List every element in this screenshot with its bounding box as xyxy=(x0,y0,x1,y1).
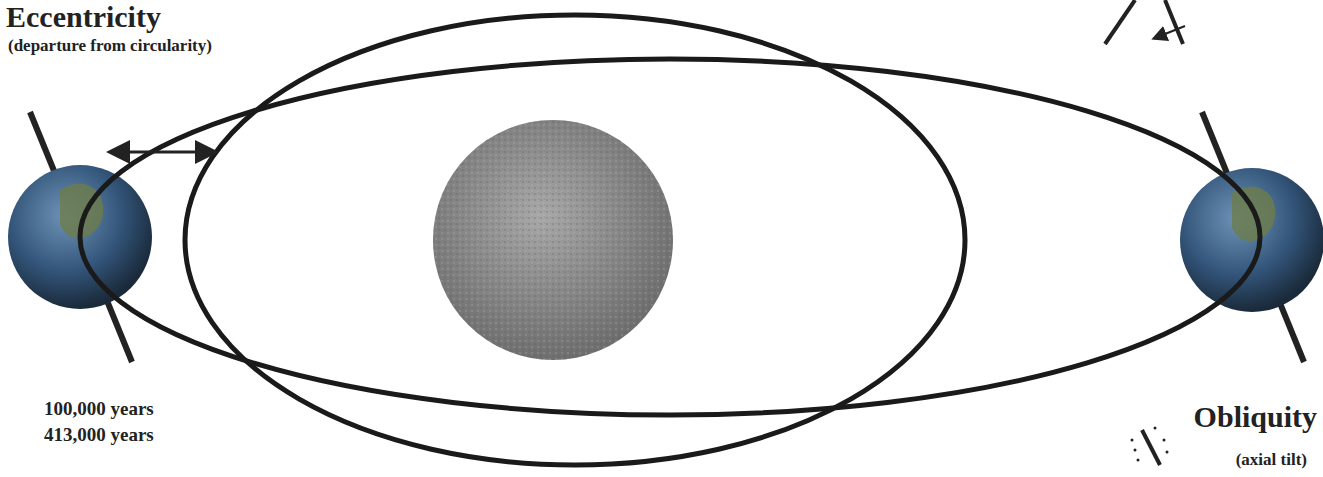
period-label: 100,000 years xyxy=(42,398,156,420)
earth xyxy=(1180,168,1323,312)
section-heading: Eccentricity xyxy=(4,0,163,35)
orbit-elliptical xyxy=(80,59,1260,415)
period-label: 413,000 years xyxy=(42,424,156,446)
tilt-icon-dots xyxy=(1131,427,1169,462)
section-heading: Obliquity xyxy=(1192,400,1319,435)
precession-symbol xyxy=(1105,0,1135,44)
subtitle: (departure from circularity) xyxy=(6,36,214,56)
orbit-circular xyxy=(185,15,965,465)
tilt-icon xyxy=(1142,430,1160,465)
sun xyxy=(433,120,673,360)
precession-arrow xyxy=(1155,26,1185,38)
precession-symbol xyxy=(1165,0,1183,44)
double-arrow xyxy=(112,151,213,154)
subtitle: (axial tilt) xyxy=(1234,450,1309,470)
sun-texture xyxy=(433,120,673,360)
